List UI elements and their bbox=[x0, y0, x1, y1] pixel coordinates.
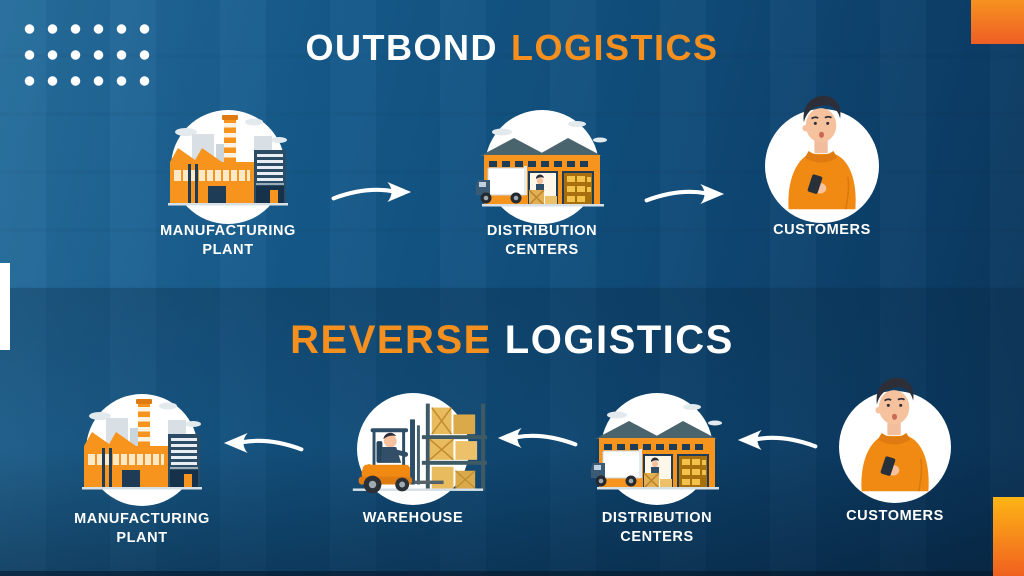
node-label: MANUFACTURING PLANT bbox=[74, 511, 210, 546]
dot-grid-decoration bbox=[14, 12, 159, 88]
node-label: WAREHOUSE bbox=[362, 510, 464, 526]
customer-illustration bbox=[860, 376, 930, 493]
flow-arrow-left bbox=[223, 429, 305, 457]
factory-illustration bbox=[167, 114, 289, 207]
reverse-title-second-word: LOGISTICS bbox=[504, 318, 734, 362]
node-label: CUSTOMERS bbox=[846, 508, 944, 524]
flow-arrow-right bbox=[330, 178, 412, 206]
node-label: DISTRIBUTION CENTERS bbox=[486, 223, 598, 258]
reverse-title: REVERSE LOGISTICS bbox=[0, 318, 1024, 363]
outbound-title-first-word: OUTBOND bbox=[305, 27, 498, 68]
flow-arrow-right bbox=[643, 180, 725, 208]
bottom-right-corner-accent bbox=[993, 497, 1024, 576]
flow-arrow-left bbox=[497, 424, 579, 452]
outbound-title: OUTBOND LOGISTICS bbox=[0, 27, 1024, 69]
distribution-center-illustration bbox=[590, 403, 723, 491]
distribution-center-illustration bbox=[475, 120, 608, 208]
outbound-node-customers: CUSTOMERS bbox=[765, 94, 879, 238]
customer-illustration bbox=[787, 94, 857, 211]
node-label: DISTRIBUTION CENTERS bbox=[601, 510, 713, 545]
reverse-node-distribution-centers: DISTRIBUTION CENTERS bbox=[590, 393, 723, 545]
node-label: MANUFACTURING PLANT bbox=[160, 223, 296, 258]
reverse-node-customers: CUSTOMERS bbox=[839, 376, 951, 524]
outbound-title-second-word: LOGISTICS bbox=[510, 27, 719, 68]
bottom-edge-line bbox=[0, 571, 1024, 576]
reverse-title-first-word: REVERSE bbox=[290, 318, 492, 362]
outbound-node-distribution-centers: DISTRIBUTION CENTERS bbox=[475, 110, 608, 258]
node-label: CUSTOMERS bbox=[773, 222, 871, 238]
top-right-corner-accent bbox=[971, 0, 1024, 44]
warehouse-forklift-illustration bbox=[352, 402, 488, 495]
left-edge-accent-bar bbox=[0, 263, 10, 350]
reverse-node-manufacturing-plant: MANUFACTURING PLANT bbox=[74, 394, 209, 546]
outbound-node-manufacturing-plant: MANUFACTURING PLANT bbox=[160, 110, 295, 258]
factory-illustration bbox=[81, 398, 203, 491]
reverse-node-warehouse: WAREHOUSE bbox=[352, 393, 488, 526]
flow-arrow-left bbox=[737, 426, 819, 454]
